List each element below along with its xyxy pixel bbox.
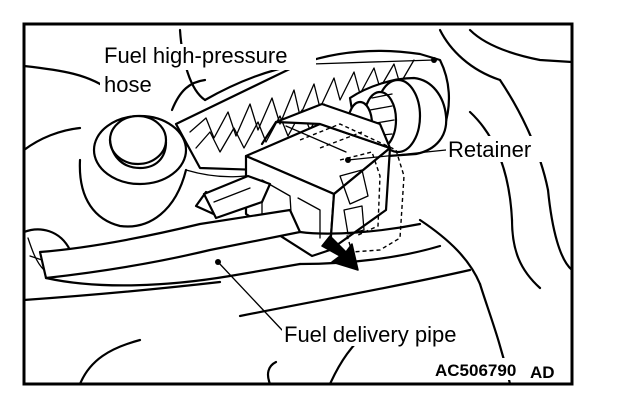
figure-code-suffix: AD (530, 363, 555, 382)
label-backgrounds (100, 44, 560, 380)
leader-retainer (347, 149, 447, 161)
leader-dot-retainer (345, 157, 351, 163)
leader-dot-delivery-pipe (215, 259, 221, 265)
leader-dot-hose (431, 57, 437, 63)
leader-delivery-pipe (217, 261, 283, 331)
connector-body (244, 102, 392, 258)
label-retainer: Retainer (448, 137, 531, 162)
removal-direction-arrow (321, 235, 359, 271)
leader-lines (215, 57, 447, 331)
fuel-delivery-pipe (38, 174, 442, 287)
figure-code: AC506790 (435, 361, 516, 380)
label-fuel-high-pressure-hose-line2: hose (104, 72, 152, 97)
label-fuel-high-pressure-hose-line1: Fuel high-pressure (104, 43, 287, 68)
leader-hose (311, 59, 435, 65)
retainer-clip (299, 123, 405, 253)
engine-mount-bolt (78, 114, 271, 228)
label-fuel-delivery-pipe: Fuel delivery pipe (284, 322, 456, 347)
